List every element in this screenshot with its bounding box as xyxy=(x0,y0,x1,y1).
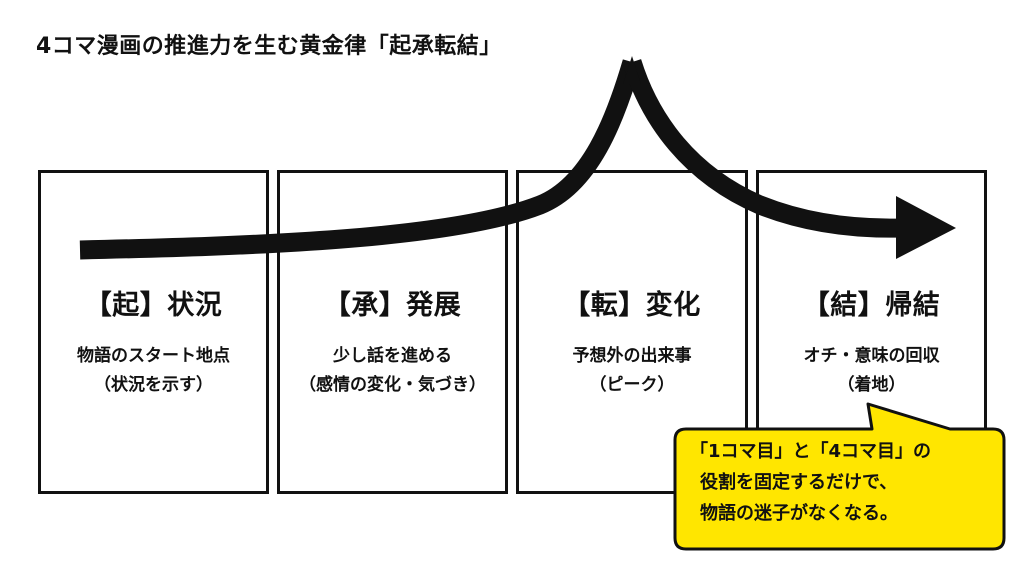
panel-sho: 【承】発展 少し話を進める （感情の変化・気づき） xyxy=(277,170,508,494)
panel-desc-line: 物語のスタート地点 xyxy=(77,346,230,366)
panel-ten: 【転】変化 予想外の出来事 （ピーク） xyxy=(516,170,748,494)
panel-desc-line: （状況を示す） xyxy=(94,375,213,395)
callout-line: 物語の迷子がなくなる。 xyxy=(700,503,898,524)
page-title: 4コマ漫画の推進力を生む黄金律「起承転結」 xyxy=(36,34,502,59)
panel-heading: 【起】状況 xyxy=(84,290,223,321)
panel-desc-line: （ピーク） xyxy=(589,375,675,395)
panel-heading: 【承】発展 xyxy=(323,290,462,321)
panel-ki: 【起】状況 物語のスタート地点 （状況を示す） xyxy=(38,170,269,494)
panel-heading: 【結】帰結 xyxy=(802,290,941,321)
panel-description: オチ・意味の回収 （着地） xyxy=(759,342,984,400)
panel-desc-line: オチ・意味の回収 xyxy=(803,346,940,366)
panel-description: 物語のスタート地点 （状況を示す） xyxy=(41,342,266,400)
callout-text: 「1コマ目」と「4コマ目」の 役割を固定するだけで、 物語の迷子がなくなる。 xyxy=(676,436,1002,529)
panel-description: 少し話を進める （感情の変化・気づき） xyxy=(280,342,505,400)
panel-desc-line: 予想外の出来事 xyxy=(572,346,692,366)
panel-desc-line: （感情の変化・気づき） xyxy=(299,375,486,395)
panel-desc-line: （着地） xyxy=(837,375,906,395)
panel-description: 予想外の出来事 （ピーク） xyxy=(519,342,745,400)
callout-line: 役割を固定するだけで、 xyxy=(700,472,898,493)
panel-desc-line: 少し話を進める xyxy=(333,346,452,366)
panel-heading: 【転】変化 xyxy=(563,290,701,321)
callout-line: 「1コマ目」と「4コマ目」の xyxy=(690,441,932,462)
